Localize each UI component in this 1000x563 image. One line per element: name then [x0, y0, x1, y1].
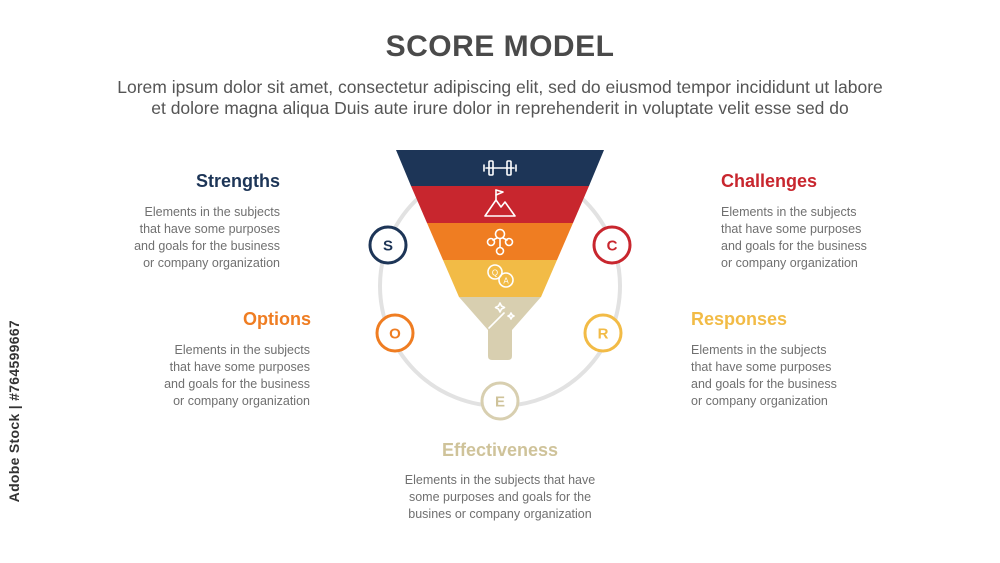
options-description: Elements in the subjects that have some …: [90, 342, 310, 410]
svg-text:A: A: [503, 277, 509, 286]
challenges-heading: Challenges: [721, 171, 818, 191]
strengths-line-1: Elements in the subjects: [144, 205, 281, 219]
responses-line-3: and goals for the business: [691, 377, 837, 391]
idea-network-icon: [486, 228, 514, 256]
page-subtitle: Lorem ipsum dolor sit amet, consectetur …: [40, 77, 960, 119]
strengths-description: Elements in the subjects that have some …: [60, 204, 280, 272]
funnel-band-beige: [459, 297, 541, 360]
dumbbell-icon: [483, 160, 517, 176]
responses-description: Elements in the subjects that have some …: [691, 342, 911, 410]
page-title: SCORE MODEL: [385, 30, 615, 63]
options-line-2: that have some purposes: [169, 360, 310, 374]
badge-r: R: [583, 313, 623, 353]
options-heading: Options: [243, 309, 311, 329]
challenges-line-4: or company organization: [721, 256, 858, 270]
strengths-line-3: and goals for the business: [134, 239, 280, 253]
badge-e-letter: E: [495, 394, 505, 411]
badge-o: O: [375, 313, 415, 353]
effectiveness-line-1: Elements in the subjects that have: [404, 473, 596, 487]
responses-line-2: that have some purposes: [691, 360, 832, 374]
options-line-3: and goals for the business: [164, 377, 310, 391]
effectiveness-description: Elements in the subjects that have some …: [350, 472, 650, 523]
badge-s: S: [368, 225, 408, 265]
qa-chat-icon: Q A: [487, 264, 514, 288]
options-line-4: or company organization: [173, 394, 310, 408]
challenges-line-3: and goals for the business: [721, 239, 867, 253]
effectiveness-heading: Effectiveness: [441, 440, 559, 460]
responses-heading: Responses: [691, 309, 788, 329]
effectiveness-line-3: busines or company organization: [408, 507, 592, 521]
subtitle-line-1: Lorem ipsum dolor sit amet, consectetur …: [117, 77, 883, 97]
effectiveness-line-2: some purposes and goals for the: [408, 490, 592, 504]
funnel-band-yellow: [443, 260, 557, 297]
strengths-line-4: or company organization: [143, 256, 280, 270]
challenges-line-1: Elements in the subjects: [721, 205, 857, 219]
responses-line-1: Elements in the subjects: [691, 343, 827, 357]
strengths-line-2: that have some purposes: [139, 222, 280, 236]
badge-c: C: [592, 225, 632, 265]
badge-e: E: [480, 381, 520, 421]
options-line-1: Elements in the subjects: [174, 343, 311, 357]
badge-r-letter: R: [598, 326, 609, 343]
challenges-line-2: that have some purposes: [721, 222, 862, 236]
challenges-description: Elements in the subjects that have some …: [721, 204, 941, 272]
strengths-heading: Strengths: [195, 171, 280, 191]
svg-text:Q: Q: [492, 269, 498, 278]
magic-wand-icon: [488, 302, 515, 329]
stock-watermark: Adobe Stock | #764599667: [6, 320, 22, 503]
badge-c-letter: C: [607, 238, 618, 255]
badge-s-letter: S: [383, 238, 393, 255]
responses-line-4: or company organization: [691, 394, 828, 408]
subtitle-line-2: et dolore magna aliqua Duis aute irure d…: [151, 98, 849, 118]
mountain-flag-icon: [484, 189, 516, 217]
badge-o-letter: O: [389, 326, 401, 343]
